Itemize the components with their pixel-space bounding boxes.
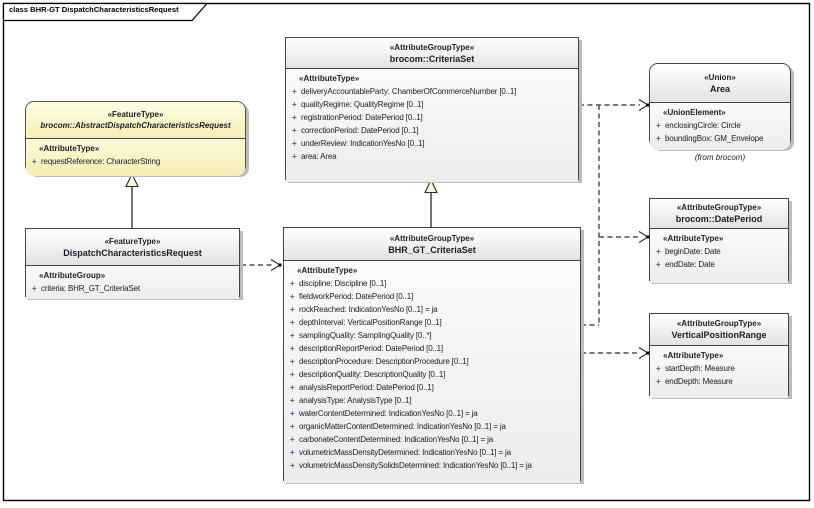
from-package-note: (from brocom) bbox=[694, 153, 746, 162]
attribute-row: +boundingBox: GM_Envelope bbox=[656, 134, 764, 143]
stereotype-label: «FeatureType» bbox=[107, 109, 164, 119]
attribute-row: +discipline: Discipline [0..1] bbox=[290, 279, 387, 288]
attribute-row: +endDate: Date bbox=[656, 260, 715, 269]
attribute-list: +enclosingCircle: Circle +boundingBox: GM… bbox=[650, 119, 790, 145]
body-stereotype-label: «AttributeType» bbox=[39, 144, 100, 153]
attribute-row: +correctionPeriod: DatePeriod [0..1] bbox=[292, 126, 419, 135]
attribute-list: +deliveryAccountableParty: ChamberOfComm… bbox=[286, 85, 578, 163]
attribute-row: +fieldworkPeriod: DatePeriod [0..1] bbox=[290, 292, 414, 301]
attribute-row: +beginDate: Date bbox=[656, 247, 721, 256]
class-name: brocom::DatePeriod bbox=[675, 214, 763, 224]
class-name: brocom::CriteriaSet bbox=[389, 53, 475, 64]
class-box-bhr-gt-criteriaset[interactable]: «AttributeGroupType» BHR_GT_CriteriaSet … bbox=[283, 227, 581, 483]
body-stereotype-label: «AttributeType» bbox=[299, 74, 360, 83]
stereotype-label: «FeatureType» bbox=[104, 236, 161, 246]
attribute-row: +depthInterval: VerticalPositionRange [0… bbox=[290, 318, 442, 327]
attribute-row: +criteria: BHR_GT_CriteriaSet bbox=[32, 284, 140, 293]
body-stereotype-label: «AttributeType» bbox=[297, 266, 358, 275]
class-box-area[interactable]: «Union» Area «UnionElement» +enclosingCi… bbox=[649, 63, 791, 150]
stereotype-label: «AttributeGroupType» bbox=[676, 319, 762, 328]
body-stereotype-label: «AttributeType» bbox=[663, 351, 724, 360]
attribute-list: +requestReference: CharacterString bbox=[26, 155, 245, 168]
attribute-row: +analysisReportPeriod: DatePeriod [0..1] bbox=[290, 383, 434, 392]
class-name: VerticalPositionRange bbox=[671, 330, 767, 340]
class-name: Area bbox=[709, 83, 730, 94]
diagram-title: class BHR-GT DispatchCharacteristicsRequ… bbox=[9, 5, 179, 14]
connector-endpoint bbox=[646, 103, 649, 107]
attribute-row: +volumetricMassDensityDetermined: Indica… bbox=[290, 448, 511, 457]
attribute-row: +enclosingCircle: Circle bbox=[656, 121, 741, 130]
attribute-row: +registrationPeriod: DatePeriod [0..1] bbox=[292, 113, 423, 122]
attribute-row: +carbonateContentDetermined: IndicationY… bbox=[290, 435, 494, 444]
attribute-row: +deliveryAccountableParty: ChamberOfComm… bbox=[292, 87, 517, 96]
attribute-row: +waterContentDetermined: IndicationYesNo… bbox=[290, 409, 478, 418]
class-box-abstract-dispatch-characteristics-request[interactable]: «FeatureType» brocom::AbstractDispatchCh… bbox=[25, 101, 246, 176]
attribute-row: +requestReference: CharacterString bbox=[32, 157, 161, 166]
class-box-verticalpositionrange[interactable]: «AttributeGroupType» VerticalPositionRan… bbox=[649, 313, 789, 398]
attribute-row: +analysisType: AnalysisType [0..1] bbox=[290, 396, 412, 405]
class-name: BHR_GT_CriteriaSet bbox=[388, 244, 476, 255]
attribute-row: +descriptionQuality: DescriptionQuality … bbox=[290, 370, 446, 379]
connector-endpoint bbox=[646, 351, 649, 355]
attribute-row: +area: Area bbox=[292, 152, 337, 161]
attribute-row: +qualityRegime: QualityRegime [0..1] bbox=[292, 100, 424, 109]
attribute-row: +descriptionProcedure: DescriptionProced… bbox=[290, 357, 469, 366]
stereotype-label: «AttributeGroupType» bbox=[676, 203, 762, 212]
generalization-arrow-icon bbox=[125, 172, 139, 188]
body-stereotype-label: «AttributeGroup» bbox=[39, 271, 106, 280]
body-stereotype-label: «AttributeType» bbox=[663, 234, 724, 243]
attribute-row: +descriptionReportPeriod: DatePeriod [0.… bbox=[290, 344, 444, 353]
stereotype-label: «Union» bbox=[704, 72, 736, 82]
attribute-row: +rockReached: IndicationYesNo [0..1] = j… bbox=[290, 305, 438, 314]
attribute-row: +organicMatterContentDetermined: Indicat… bbox=[290, 422, 506, 431]
connector-endpoint bbox=[646, 235, 649, 239]
class-name: DispatchCharacteristicsRequest bbox=[63, 247, 202, 258]
class-box-dispatch-characteristics-request[interactable]: «FeatureType» DispatchCharacteristicsReq… bbox=[25, 228, 240, 299]
body-stereotype-label: «UnionElement» bbox=[663, 108, 726, 117]
stereotype-label: «AttributeGroupType» bbox=[389, 233, 475, 243]
generalization-arrow-icon bbox=[424, 178, 438, 194]
attribute-list: +criteria: BHR_GT_CriteriaSet bbox=[26, 282, 239, 295]
attribute-list: +startDepth: Measure +endDepth: Measure bbox=[650, 362, 788, 388]
class-box-brocom-criteriaset[interactable]: «AttributeGroupType» brocom::CriteriaSet… bbox=[285, 37, 579, 182]
stereotype-label: «AttributeGroupType» bbox=[389, 42, 475, 52]
attribute-row: +samplingQuality: SamplingQuality [0..*] bbox=[290, 331, 432, 340]
class-box-brocom-dateperiod[interactable]: «AttributeGroupType» brocom::DatePeriod … bbox=[649, 198, 789, 283]
connector-endpoint bbox=[278, 263, 282, 267]
class-name: brocom::AbstractDispatchCharacteristicsR… bbox=[40, 120, 231, 130]
attribute-row: +underReview: IndicationYesNo [0..1] bbox=[292, 139, 425, 148]
attribute-list: +discipline: Discipline [0..1] +fieldwork… bbox=[284, 277, 580, 472]
attribute-row: +volumetricMassDensitySolidsDetermined: … bbox=[290, 461, 532, 470]
diagram-frame-border bbox=[2, 2, 811, 502]
attribute-row: +endDepth: Measure bbox=[656, 377, 733, 386]
frame-title-tab bbox=[2, 2, 209, 22]
attribute-list: +beginDate: Date +endDate: Date bbox=[650, 245, 788, 271]
attribute-row: +startDepth: Measure bbox=[656, 364, 735, 373]
